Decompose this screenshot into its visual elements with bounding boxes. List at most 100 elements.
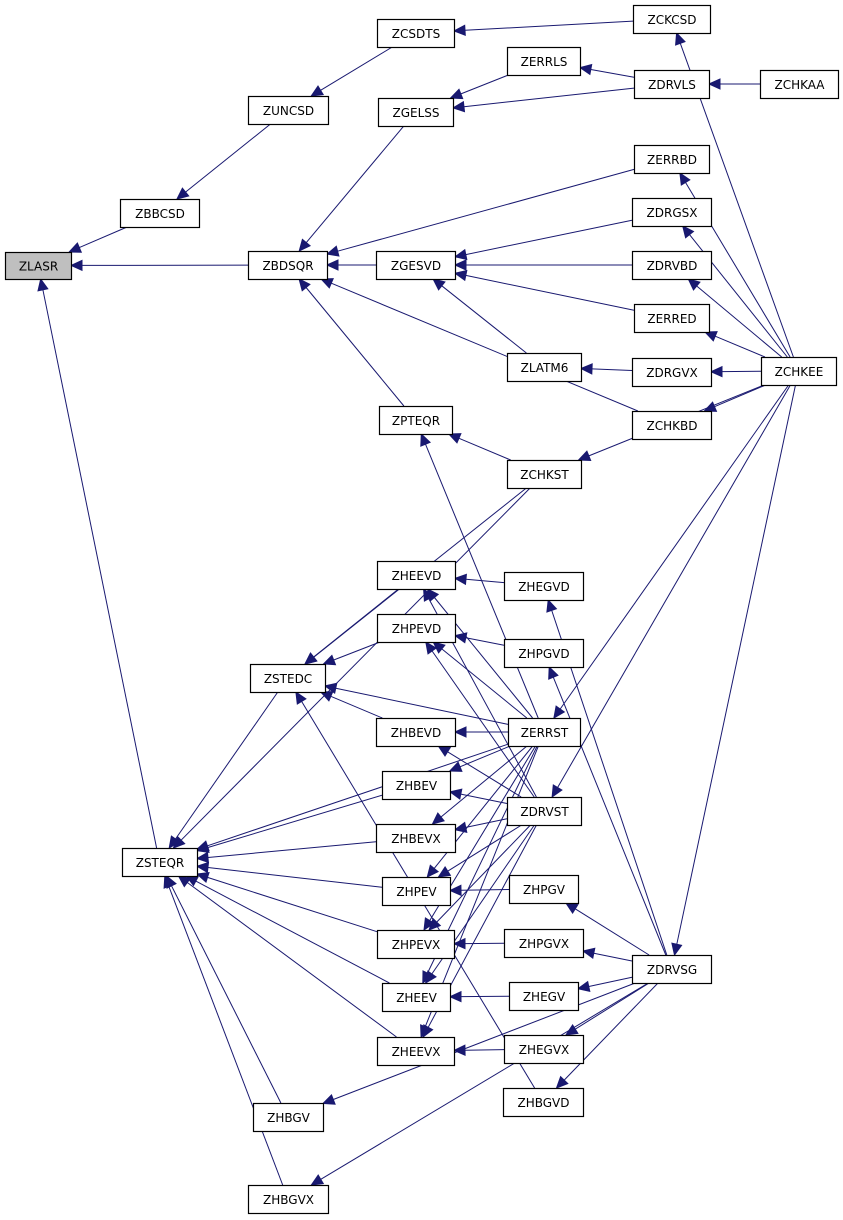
node-label: ZERRST [521, 726, 569, 740]
edge-line [207, 876, 378, 933]
edge-line [715, 335, 766, 358]
arrowhead-icon [453, 632, 468, 644]
node-label: ZHBGVD [517, 1096, 569, 1110]
arrowhead-icon [195, 861, 210, 874]
edge-line [441, 285, 527, 354]
edge-zdrgvx-to-zlatm6 [579, 363, 633, 375]
arrowhead-icon [451, 100, 466, 113]
node-box [247, 250, 329, 281]
node-zdrgvx[interactable]: ZDRGVX [631, 357, 713, 388]
node-box [633, 69, 711, 100]
node-zdrvls[interactable]: ZDRVLS [633, 69, 711, 100]
node-box [507, 717, 582, 748]
edge-zchkee-to-zerrst [553, 384, 790, 719]
node-zerrls[interactable]: ZERRLS [506, 46, 582, 77]
node-zbbcsd[interactable]: ZBBCSD [119, 198, 201, 229]
edge-zerrst-to-zhbev [448, 745, 511, 772]
node-zchkbd[interactable]: ZCHKBD [631, 410, 713, 441]
edge-line [574, 908, 650, 956]
node-zlatm6[interactable]: ZLATM6 [506, 352, 583, 383]
node-zhpevd[interactable]: ZHPEVD [376, 613, 457, 644]
node-zdrvsg[interactable]: ZDRVSG [631, 954, 713, 985]
edge-zgelss-to-zbdsqr [298, 125, 405, 252]
node-zhegvx[interactable]: ZHEGVX [503, 1034, 585, 1065]
node-zhbgv[interactable]: ZHBGV [252, 1102, 325, 1133]
edge-line [431, 650, 535, 798]
node-zheev[interactable]: ZHEEV [381, 982, 452, 1013]
arrowhead-icon [325, 259, 339, 271]
edge-line [465, 578, 505, 584]
edge-line [447, 824, 522, 872]
arrowhead-icon [448, 884, 462, 897]
node-zdrvst[interactable]: ZDRVST [506, 796, 583, 827]
node-zerred[interactable]: ZERRED [633, 303, 711, 334]
edge-line [460, 74, 509, 95]
node-zgesvd[interactable]: ZGESVD [375, 250, 457, 281]
edge-line [714, 384, 766, 408]
node-zhpev[interactable]: ZHPEV [381, 876, 452, 907]
arrowhead-icon [428, 917, 442, 931]
node-zerrst[interactable]: ZERRST [507, 717, 582, 748]
node-zsteqr[interactable]: ZSTEQR [121, 847, 199, 878]
node-zhbgvd[interactable]: ZHBGVD [502, 1087, 585, 1118]
arrowhead-icon [453, 248, 468, 261]
nodes-layer: ZLASRZBBCSDZUNCSDZCSDTSZCKCSDZBDSQRZGELS… [4, 4, 840, 1215]
node-zhpevx[interactable]: ZHPEVX [376, 929, 456, 960]
node-box [633, 144, 711, 175]
node-zchkaa[interactable]: ZCHKAA [759, 69, 840, 100]
node-zdrgsx[interactable]: ZDRGSX [631, 197, 713, 228]
node-zgelss[interactable]: ZGELSS [377, 97, 455, 128]
edge-line [207, 794, 383, 849]
node-zhpgvd[interactable]: ZHPGVD [503, 638, 585, 669]
node-zhbgvx[interactable]: ZHBGVX [247, 1184, 330, 1215]
node-label: ZHPEVX [392, 938, 441, 952]
node-zdrvbd[interactable]: ZDRVBD [631, 250, 713, 281]
edge-line [320, 46, 393, 91]
node-box [247, 1184, 330, 1215]
edge-line [42, 289, 158, 849]
node-zhpgv[interactable]: ZHPGV [508, 874, 580, 905]
edge-line [465, 818, 508, 828]
node-label: ZHPGV [523, 883, 566, 897]
arrowhead-icon [195, 872, 210, 883]
arrowhead-icon [68, 242, 83, 253]
edge-zuncsd-to-zbbcsd [176, 123, 271, 200]
edge-zhpgvd-to-zhpevd [453, 632, 505, 646]
edge-line [180, 487, 531, 841]
node-zuncsd[interactable]: ZUNCSD [247, 95, 330, 126]
node-zcsdts[interactable]: ZCSDTS [376, 18, 456, 49]
edge-line [207, 743, 509, 847]
edge-zchkee-to-zdrgvx [709, 365, 762, 378]
edge-line [593, 952, 633, 962]
edge-zsteqr-to-zlasr [37, 277, 158, 849]
node-zerrbd[interactable]: ZERRBD [633, 144, 711, 175]
arrowhead-icon [168, 835, 181, 849]
node-zbdsqr[interactable]: ZBDSQR [247, 250, 329, 281]
arrowhead-icon [578, 63, 593, 76]
edge-line [591, 368, 633, 371]
node-zpteqr[interactable]: ZPTEQR [378, 405, 454, 436]
node-zhegvd[interactable]: ZHEGVD [503, 571, 585, 602]
node-label: ZDRVLS [648, 78, 696, 92]
node-zchkst[interactable]: ZCHKST [506, 459, 583, 490]
arrowhead-icon [546, 598, 558, 613]
node-zheevx[interactable]: ZHEEVX [376, 1036, 456, 1067]
node-zckcsd[interactable]: ZCKCSD [632, 4, 712, 35]
node-zhbev[interactable]: ZHBEV [381, 770, 452, 801]
node-zchkee[interactable]: ZCHKEE [760, 356, 838, 387]
node-label: ZCHKBD [647, 419, 698, 433]
edge-line [559, 384, 790, 710]
arrowhead-icon [448, 761, 463, 772]
edge-line [207, 841, 377, 858]
node-zhbevx[interactable]: ZHBEVX [375, 823, 457, 854]
node-label: ZHBEVD [391, 726, 442, 740]
edge-line [459, 745, 511, 768]
node-zhbevd[interactable]: ZHBEVD [375, 717, 457, 748]
node-zheevd[interactable]: ZHEEVD [376, 560, 457, 591]
node-zstedc[interactable]: ZSTEDC [249, 663, 327, 694]
arrowhead-icon [298, 278, 311, 292]
node-zhegv[interactable]: ZHEGV [508, 981, 580, 1012]
node-box [503, 928, 585, 959]
node-zhpgvx[interactable]: ZHPGVX [503, 928, 585, 959]
